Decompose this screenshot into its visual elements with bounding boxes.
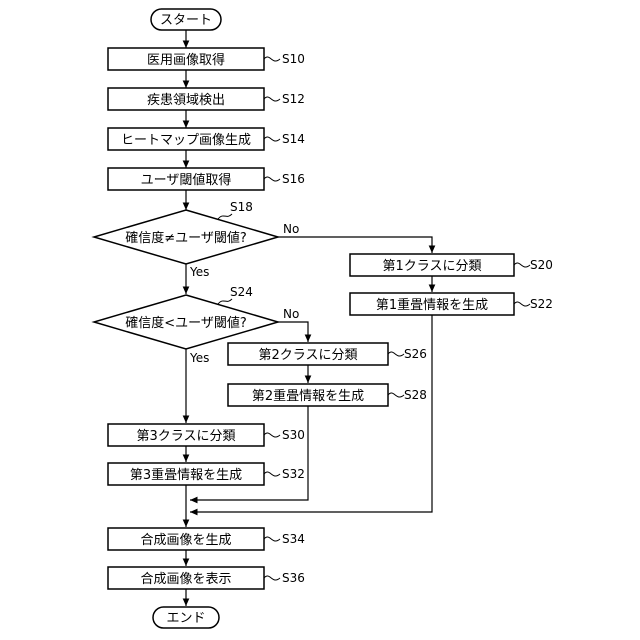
step-s36-id: S36 bbox=[282, 571, 305, 585]
step-s22: 第1重畳情報を生成 S22 bbox=[350, 293, 553, 315]
step-s28-id: S28 bbox=[404, 388, 427, 402]
decision-s18-id: S18 bbox=[230, 200, 253, 214]
step-s26-id: S26 bbox=[404, 347, 427, 361]
end-terminal: エンド bbox=[153, 607, 219, 628]
step-s10-id: S10 bbox=[282, 52, 305, 66]
decision-s18-yes-label: Yes bbox=[189, 265, 209, 279]
step-s14-id: S14 bbox=[282, 132, 305, 146]
arrow-s28-to-merge bbox=[190, 406, 308, 500]
step-s12-label: 疾患領域検出 bbox=[147, 92, 225, 108]
step-s32: 第3重畳情報を生成 S32 bbox=[108, 463, 305, 485]
decision-s18: 確信度≠ユーザ閾値? S18 No Yes bbox=[94, 200, 299, 279]
decision-s24-yes-label: Yes bbox=[189, 351, 209, 365]
arrow-s18-no-to-s20 bbox=[278, 237, 432, 253]
step-s30: 第3クラスに分類 S30 bbox=[108, 424, 305, 446]
step-s16-label: ユーザ閾値取得 bbox=[141, 172, 232, 188]
decision-s18-label: 確信度≠ユーザ閾値? bbox=[125, 230, 247, 246]
step-s20-label: 第1クラスに分類 bbox=[382, 259, 481, 274]
decision-s24-no-label: No bbox=[283, 307, 299, 321]
step-s14-label: ヒートマップ画像生成 bbox=[121, 133, 251, 148]
end-label: エンド bbox=[166, 611, 205, 626]
step-s10-label: 医用画像取得 bbox=[147, 52, 225, 68]
decision-s18-no-label: No bbox=[283, 222, 299, 236]
step-s20: 第1クラスに分類 S20 bbox=[350, 254, 553, 276]
step-s26: 第2クラスに分類 S26 bbox=[228, 343, 427, 365]
step-s26-label: 第2クラスに分類 bbox=[258, 348, 357, 363]
arrow-s24-no-to-s26 bbox=[278, 322, 308, 342]
step-s28-label: 第2重畳情報を生成 bbox=[252, 388, 364, 404]
step-s34: 合成画像を生成 S34 bbox=[108, 528, 305, 550]
step-s16: ユーザ閾値取得 S16 bbox=[108, 168, 305, 190]
step-s22-id: S22 bbox=[530, 297, 553, 311]
step-s14: ヒートマップ画像生成 S14 bbox=[108, 128, 305, 150]
step-s32-label: 第3重畳情報を生成 bbox=[130, 467, 242, 483]
step-s20-id: S20 bbox=[530, 258, 553, 272]
step-s16-id: S16 bbox=[282, 172, 305, 186]
step-s28: 第2重畳情報を生成 S28 bbox=[228, 384, 427, 406]
step-s10: 医用画像取得 S10 bbox=[108, 48, 305, 70]
decision-s24-label: 確信度<ユーザ閾値? bbox=[125, 315, 247, 331]
step-s22-label: 第1重畳情報を生成 bbox=[376, 297, 488, 313]
step-s12-id: S12 bbox=[282, 92, 305, 106]
step-s12: 疾患領域検出 S12 bbox=[108, 88, 305, 110]
step-s36-label: 合成画像を表示 bbox=[140, 572, 231, 587]
step-s36: 合成画像を表示 S36 bbox=[108, 567, 305, 589]
step-s34-label: 合成画像を生成 bbox=[140, 533, 231, 548]
step-s34-id: S34 bbox=[282, 532, 305, 546]
step-s32-id: S32 bbox=[282, 467, 305, 481]
step-s30-id: S30 bbox=[282, 428, 305, 442]
start-terminal: スタート bbox=[151, 9, 221, 30]
step-s30-label: 第3クラスに分類 bbox=[136, 429, 235, 444]
start-label: スタート bbox=[160, 13, 212, 28]
decision-s24-id: S24 bbox=[230, 285, 253, 299]
